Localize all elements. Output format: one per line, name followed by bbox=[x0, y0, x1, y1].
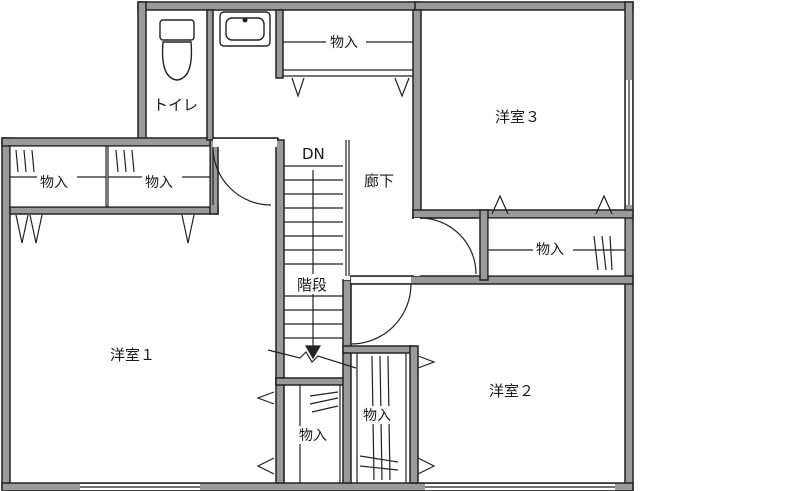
storage-label-room1-right: 物入 bbox=[145, 175, 173, 191]
walls bbox=[1, 1, 634, 491]
sink-icon bbox=[219, 11, 271, 47]
storage-label-lower-right: 物入 bbox=[363, 408, 391, 424]
toilet-label: トイレ bbox=[153, 96, 198, 114]
stairs-label: 階段 bbox=[297, 276, 327, 294]
storage-label-top: 物入 bbox=[330, 35, 358, 51]
room1-closets bbox=[9, 145, 211, 244]
stairs bbox=[267, 165, 357, 369]
down-label: DN bbox=[302, 145, 325, 163]
storage-label-lower-left: 物入 bbox=[299, 428, 327, 444]
room3-label: 洋室３ bbox=[495, 108, 540, 126]
corridor-label: 廊下 bbox=[364, 172, 394, 190]
room-labels: トイレ 物入 物入 物入 DN 廊下 洋室３ 物入 階段 洋室１ 洋室２ 物入 … bbox=[37, 33, 573, 444]
storage-label-room1-left: 物入 bbox=[40, 175, 68, 191]
storage-label-room3: 物入 bbox=[536, 242, 564, 258]
window-lines bbox=[80, 80, 630, 488]
door-swings bbox=[212, 146, 477, 345]
room2-label: 洋室２ bbox=[489, 382, 534, 400]
toilet-icon bbox=[159, 19, 195, 81]
room3-closet bbox=[487, 194, 626, 277]
room1-label: 洋室１ bbox=[110, 346, 155, 364]
